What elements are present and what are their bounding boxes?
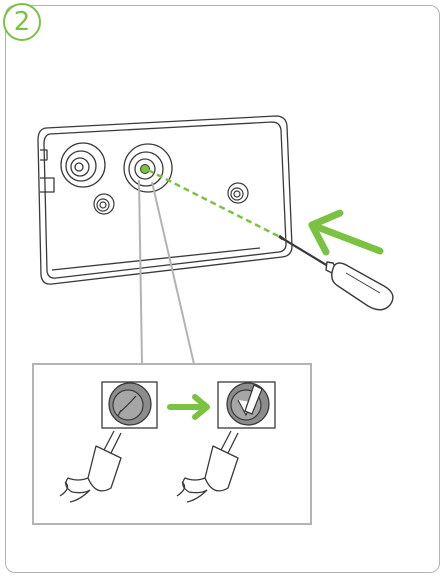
mounting-post bbox=[93, 193, 115, 215]
dial-before bbox=[101, 381, 158, 429]
green-arrow-icon bbox=[308, 209, 384, 256]
step-number-badge: 2 bbox=[3, 3, 41, 41]
left-adjustment-knob bbox=[60, 142, 106, 188]
diagram-frame bbox=[5, 5, 440, 573]
adjustment-screw-knob bbox=[123, 143, 173, 193]
screwdriver-icon bbox=[278, 234, 394, 311]
dial-after bbox=[217, 381, 276, 429]
callout-lines bbox=[138, 179, 195, 365]
hand-after bbox=[176, 430, 239, 503]
step-number: 2 bbox=[13, 7, 31, 37]
green-right-arrow-icon bbox=[167, 394, 210, 420]
alignment-dashed-line bbox=[147, 168, 287, 242]
adjustment-screw-hole bbox=[140, 164, 150, 174]
hand-before bbox=[59, 430, 122, 503]
device-plate bbox=[37, 115, 293, 285]
mounting-post bbox=[227, 182, 249, 204]
